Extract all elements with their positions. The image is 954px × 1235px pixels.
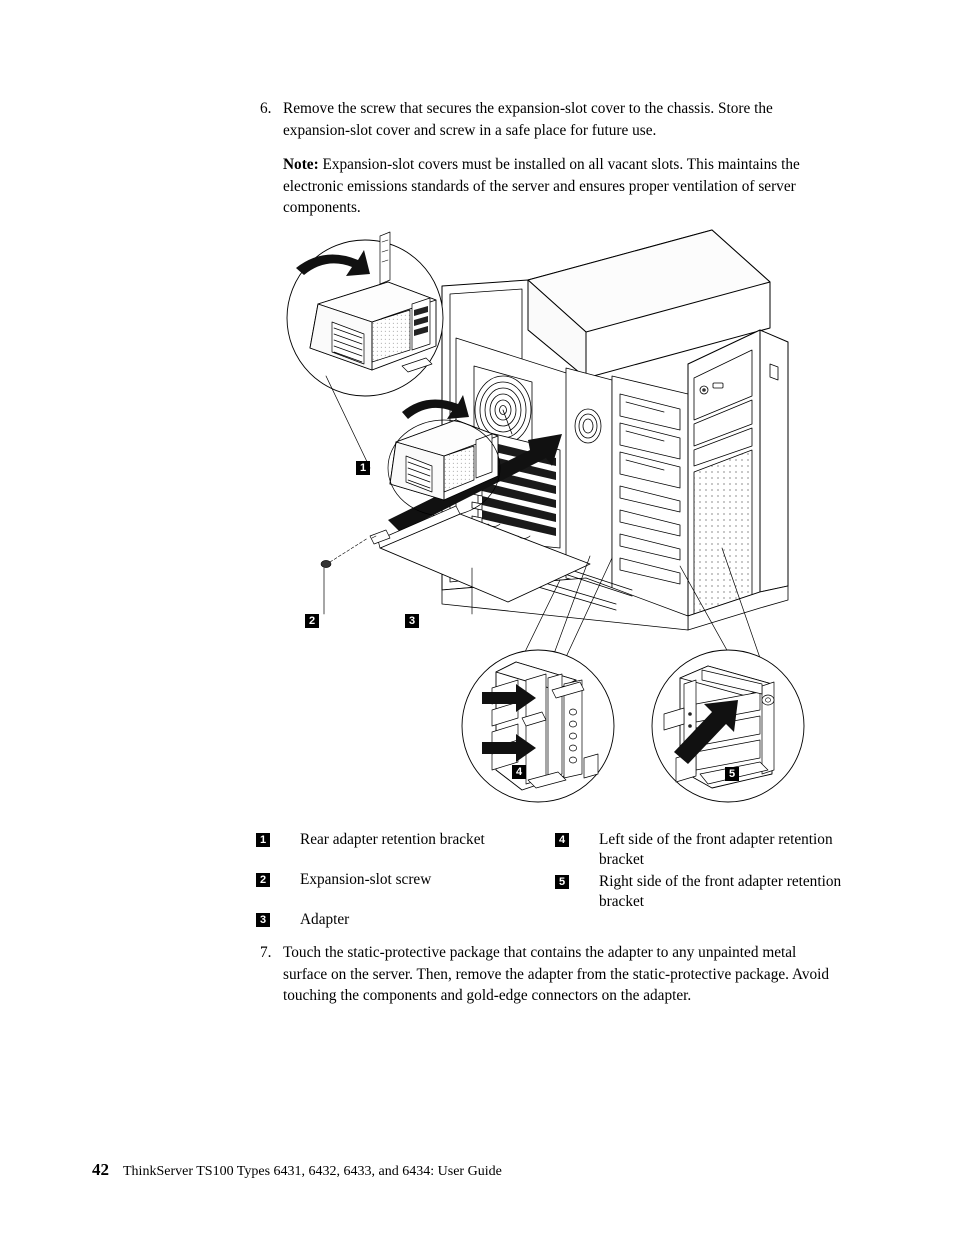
press-arrow-4b [482,734,536,762]
legend-marker-5: 5 [555,875,569,890]
step-7-number: 7. [260,944,272,961]
step-6-text: Remove the screw that secures the expans… [283,100,773,139]
legend-item-5: 5 Right side of the front adapter retent… [555,872,855,912]
rotate-arrow-top [296,250,370,276]
figure-callout-5: 5 [725,767,739,781]
figure-callout-1: 1 [356,461,370,475]
legend-label-5: Right side of the front adapter retentio… [599,872,842,910]
legend-marker-cell-4: 4 [555,830,599,850]
note-block: Note: Expansion-slot covers must be inst… [283,154,839,219]
footer-title: ThinkServer TS100 Types 6431, 6432, 6433… [123,1164,502,1179]
legend-marker-cell-3: 3 [256,910,300,930]
note-label: Note: [283,156,319,173]
step-6-number: 6. [260,100,272,117]
figure-callout-2: 2 [305,614,319,628]
footer-page-number: 42 [92,1160,109,1179]
legend-column-right: 4 Left side of the front adapter retenti… [555,830,855,912]
legend-marker-cell-2: 2 [256,870,300,890]
press-arrow-4a [482,684,536,712]
legend-label-4: Left side of the front adapter retention… [599,831,833,868]
legend-item-3: 3 Adapter [256,910,546,930]
legend-marker-2: 2 [256,873,270,888]
legend-item-4: 4 Left side of the front adapter retenti… [555,830,855,870]
step-7-text: Touch the static-protective package that… [283,944,830,1005]
figure-illustration [286,229,805,803]
legend-item-2: 2 Expansion-slot screw [256,870,546,890]
server-adapter-installation-figure: 1 2 3 4 5 [260,218,860,818]
legend-marker-1: 1 [256,833,270,848]
page-footer: 42 ThinkServer TS100 Types 6431, 6432, 6… [92,1160,502,1180]
legend-label-3: Adapter [300,910,350,928]
legend-marker-3: 3 [256,913,270,928]
legend-item-1: 1 Rear adapter retention bracket [256,830,546,850]
step-7: 7. Touch the static-protective package t… [260,942,839,1007]
legend-marker-cell-5: 5 [555,872,599,892]
press-arrow-5 [674,700,738,764]
note-text: Expansion-slot covers must be installed … [283,156,800,217]
figure-callout-4: 4 [512,765,526,779]
rotate-arrow-middle [402,395,469,419]
legend-marker-cell-1: 1 [256,830,300,850]
legend-label-2: Expansion-slot screw [300,870,432,888]
legend-label-1: Rear adapter retention bracket [300,831,485,848]
legend-column-left: 1 Rear adapter retention bracket 2 Expan… [256,830,546,930]
legend-marker-4: 4 [555,833,569,848]
step-6: 6. Remove the screw that secures the exp… [260,98,839,141]
figure-callout-3: 3 [405,614,419,628]
